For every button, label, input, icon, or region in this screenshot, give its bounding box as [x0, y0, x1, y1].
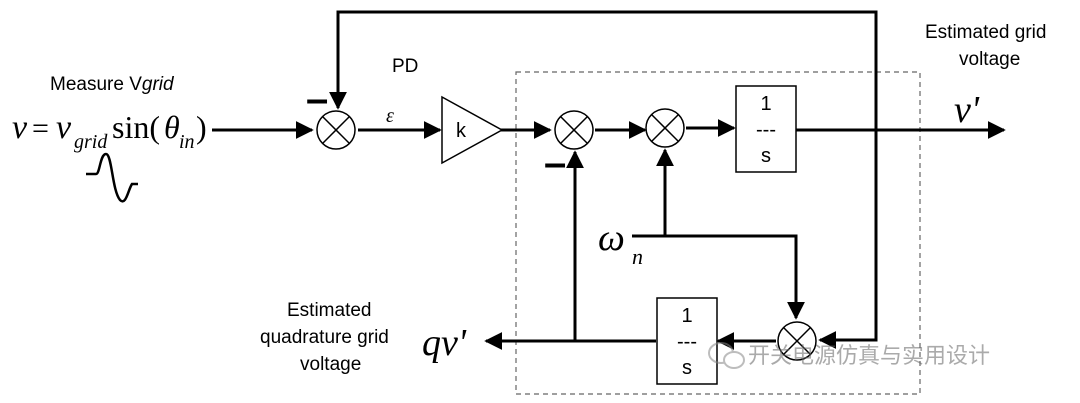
eq-close: ): [196, 109, 207, 145]
eq-theta-sub: in: [179, 131, 195, 153]
feedback-line-top: [329, 10, 878, 130]
epsilon-label: ε: [386, 105, 394, 127]
omega-line-right: [632, 234, 805, 320]
summing-junction-2: [554, 110, 594, 150]
vprime-label: v': [954, 89, 980, 131]
summing-junction-1: [316, 110, 356, 150]
eq-theta: θ: [164, 109, 180, 145]
qvprime-label: qv': [422, 322, 467, 364]
int-bot-den: s: [682, 357, 692, 379]
sogi-boundary: [515, 71, 921, 395]
integrator-top: [735, 85, 797, 173]
watermark-text: 开关电源仿真与实用设计: [748, 344, 990, 369]
estimated-grid-label-line1: Estimated grid: [925, 22, 1046, 43]
gain-label: k: [456, 120, 467, 142]
int-bot-bar: ---: [677, 331, 697, 353]
int-top-den: s: [761, 145, 771, 167]
measure-label: Measure Vgrid: [50, 74, 175, 95]
minus-sign-1: –: [306, 77, 328, 121]
watermark: 开关电源仿真与实用设计: [708, 342, 990, 369]
estimated-grid-label-line2: voltage: [959, 49, 1020, 70]
omega-label: ω: [598, 217, 625, 259]
integrator-top-text: 1 --- s: [756, 93, 776, 167]
input-equation: v = v grid sin( θ in ): [12, 109, 207, 153]
int-bot-num: 1: [681, 305, 692, 327]
wechat-icon: [708, 342, 745, 369]
estimated-quad-label-line1: Estimated: [287, 300, 371, 321]
estimated-quad-label-line2: quadrature grid: [260, 327, 389, 348]
multiplier-bottom: [777, 321, 817, 361]
omega-sub: n: [632, 244, 643, 269]
gain-block: [441, 95, 504, 165]
eq-vgrid: v: [56, 109, 72, 146]
sine-wave-icon: [86, 152, 138, 203]
estimated-quad-label-line3: voltage: [300, 354, 361, 375]
eq-v: v: [12, 109, 28, 146]
multiplier-top: [645, 108, 685, 148]
int-top-num: 1: [760, 93, 771, 115]
feedback-line-right: [818, 130, 878, 349]
eq-sin: sin(: [112, 109, 160, 145]
pd-label: PD: [392, 56, 418, 77]
integrator-bottom-text: 1 --- s: [677, 305, 697, 379]
int-top-bar: ---: [756, 119, 776, 141]
eq-equals: =: [32, 112, 49, 145]
minus-sign-2: –: [544, 141, 566, 185]
integrator-bottom: [656, 297, 718, 385]
eq-vgrid-sub: grid: [74, 131, 108, 153]
